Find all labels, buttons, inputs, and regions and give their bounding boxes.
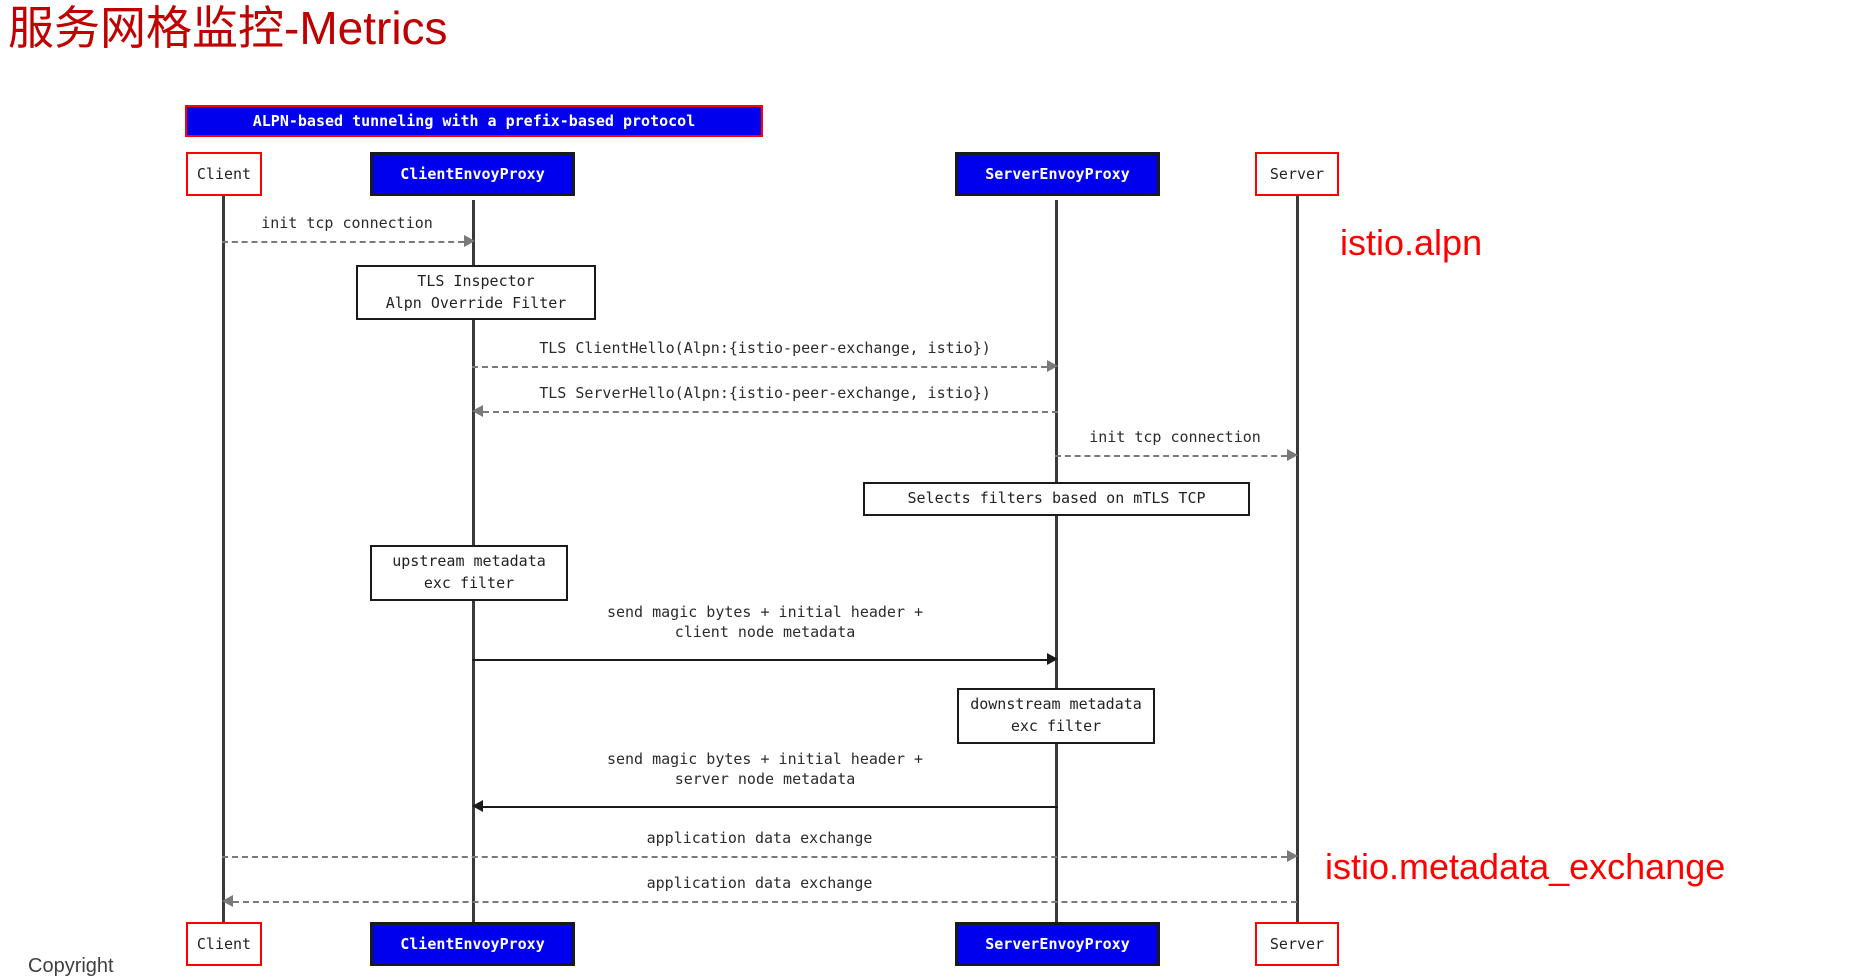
message-label-send-magic-bytes-client-line1: send magic bytes + initial header + <box>606 603 924 621</box>
participant-client-envoy-proxy-bottom[interactable]: ClientEnvoyProxy <box>370 922 575 966</box>
message-label-send-magic-bytes-client: send magic bytes + initial header + clie… <box>472 603 1058 642</box>
note-upstream-metadata: upstream metadata exc filter <box>370 545 568 601</box>
participant-server-envoy-proxy-bottom[interactable]: ServerEnvoyProxy <box>955 922 1160 966</box>
message-label-send-magic-bytes-server: send magic bytes + initial header + serv… <box>472 750 1058 789</box>
arrowhead-send-magic-bytes-server <box>472 800 483 812</box>
arrowhead-init-tcp-connection-1 <box>464 235 475 247</box>
message-label-init-tcp-connection-2: init tcp connection <box>1089 428 1261 446</box>
note-tls-inspector-line1: TLS Inspector <box>417 271 535 290</box>
arrowhead-tls-clienthello <box>1047 360 1058 372</box>
message-label-tls-serverhello: TLS ServerHello(Alpn:{istio-peer-exchang… <box>539 384 991 402</box>
message-line-send-magic-bytes-server <box>483 806 1058 808</box>
participant-client-top[interactable]: Client <box>186 152 262 196</box>
participant-client-envoy-proxy-top[interactable]: ClientEnvoyProxy <box>370 152 575 196</box>
arrowhead-application-data-exchange-1 <box>1287 850 1298 862</box>
lifeline-server <box>1296 195 1299 935</box>
message-line-tls-serverhello <box>483 411 1058 413</box>
arrowhead-application-data-exchange-2 <box>222 895 233 907</box>
arrowhead-init-tcp-connection-2 <box>1287 449 1298 461</box>
message-line-send-magic-bytes-client <box>472 659 1047 661</box>
note-downstream-metadata: downstream metadata exc filter <box>957 688 1155 744</box>
annotation-istio-metadata-exchange: istio.metadata_exchange <box>1325 846 1726 887</box>
message-label-init-tcp-connection-1: init tcp connection <box>261 214 433 232</box>
message-label-application-data-exchange-2: application data exchange <box>646 874 873 892</box>
page-title: 服务网格监控-Metrics <box>8 2 448 54</box>
note-downstream-metadata-line2: exc filter <box>1010 717 1102 735</box>
note-tls-inspector-line2: Alpn Override Filter <box>385 293 567 312</box>
note-tls-inspector: TLS Inspector Alpn Override Filter <box>356 265 596 320</box>
arrowhead-tls-serverhello <box>472 405 483 417</box>
arrowhead-send-magic-bytes-client <box>1047 653 1058 665</box>
note-selects-filters-line1: Selects filters based on mTLS TCP <box>907 489 1206 508</box>
annotation-istio-alpn: istio.alpn <box>1340 222 1483 263</box>
message-label-send-magic-bytes-server-line1: send magic bytes + initial header + <box>606 750 924 768</box>
lifeline-server-envoy-proxy <box>1055 200 1058 935</box>
note-upstream-metadata-line1: upstream metadata <box>392 552 546 571</box>
message-label-tls-clienthello: TLS ClientHello(Alpn:{istio-peer-exchang… <box>539 339 991 357</box>
message-line-application-data-exchange-2 <box>233 901 1297 903</box>
message-label-send-magic-bytes-client-line2: client node metadata <box>674 622 856 641</box>
note-downstream-metadata-line1: downstream metadata <box>970 695 1142 714</box>
note-upstream-metadata-line2: exc filter <box>423 574 515 592</box>
participant-server-bottom[interactable]: Server <box>1255 922 1339 966</box>
participant-server-envoy-proxy-top[interactable]: ServerEnvoyProxy <box>955 152 1160 196</box>
message-label-application-data-exchange-1: application data exchange <box>646 829 873 847</box>
note-selects-filters: Selects filters based on mTLS TCP <box>863 482 1250 516</box>
message-label-send-magic-bytes-server-line2: server node metadata <box>674 769 856 788</box>
participant-server-top[interactable]: Server <box>1255 152 1339 196</box>
lifeline-client <box>222 195 225 935</box>
message-line-tls-clienthello <box>472 366 1047 368</box>
participant-client-bottom[interactable]: Client <box>186 922 262 966</box>
footer-copyright: Copyright <box>28 955 114 977</box>
diagram-banner: ALPN-based tunneling with a prefix-based… <box>185 105 763 137</box>
message-line-init-tcp-connection-2 <box>1055 455 1287 457</box>
message-line-init-tcp-connection-1 <box>222 241 464 243</box>
message-line-application-data-exchange-1 <box>222 856 1287 858</box>
